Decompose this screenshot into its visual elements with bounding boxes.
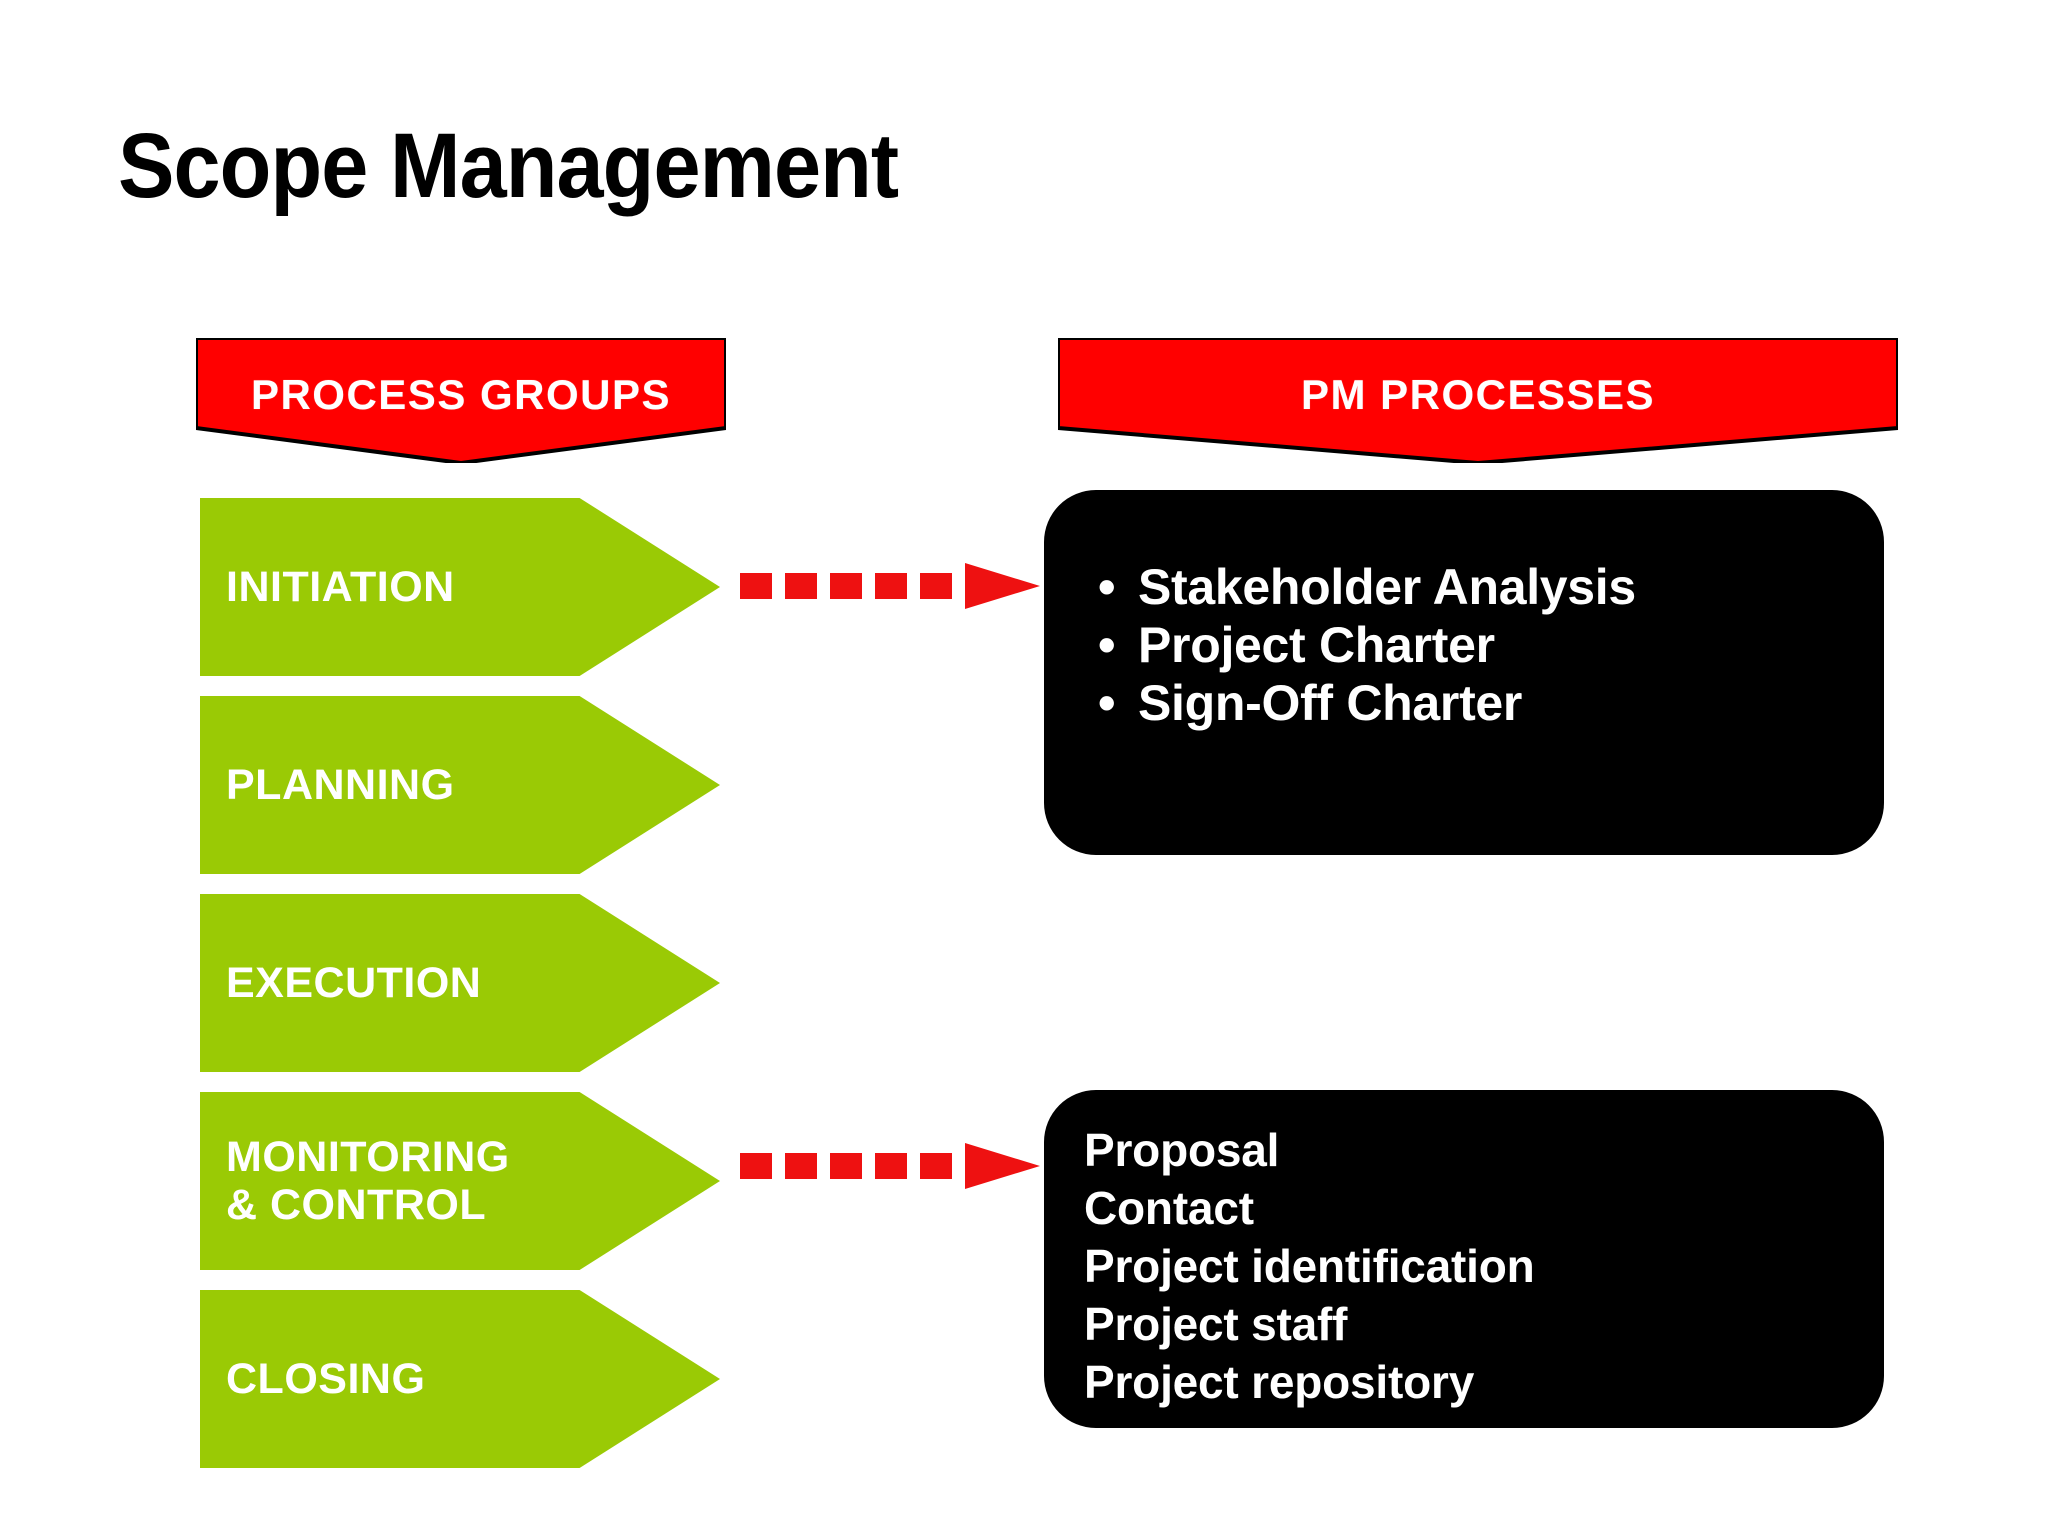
header-banner-pm-processes-label: PM PROCESSES: [1300, 371, 1656, 418]
list-item: • Sign-Off Charter: [1096, 674, 1844, 732]
bullet-icon: •: [1098, 617, 1116, 673]
process-group-planning-label: PLANNING: [226, 760, 455, 809]
process-group-monitoring-control[interactable]: MONITORING & CONTROL: [200, 1092, 720, 1270]
dashed-arrow-icon: [740, 1143, 1040, 1189]
banner-pentagon-shape: [1058, 338, 1898, 463]
bullet-icon: •: [1098, 675, 1116, 731]
list-item-label: Sign-Off Charter: [1138, 675, 1523, 731]
connector-arrow-monitoring-control: [740, 1143, 1040, 1189]
list-item: • Stakeholder Analysis: [1096, 558, 1844, 616]
list-item: Project identification: [1084, 1239, 1535, 1292]
process-list-monitoring-control: Proposal Contact Project identification …: [1084, 1122, 1844, 1412]
header-banner-pm-processes: PM PROCESSES: [1058, 338, 1898, 463]
list-item-label: Stakeholder Analysis: [1138, 559, 1636, 615]
list-item: Proposal: [1084, 1124, 1280, 1176]
process-group-monitoring-control-label: MONITORING & CONTROL: [226, 1132, 510, 1229]
list-item: Project repository: [1084, 1355, 1475, 1408]
process-group-closing[interactable]: CLOSING: [200, 1290, 720, 1468]
process-box-initiation: • Stakeholder Analysis • Project Charter…: [1044, 490, 1884, 855]
dashed-arrow-icon: [740, 563, 1040, 609]
list-item: • Project Charter: [1096, 616, 1844, 674]
process-group-planning[interactable]: PLANNING: [200, 696, 720, 874]
process-group-initiation[interactable]: INITIATION: [200, 498, 720, 676]
connector-arrow-initiation: [740, 563, 1040, 609]
list-item: Contact: [1084, 1181, 1254, 1234]
process-list-initiation: • Stakeholder Analysis • Project Charter…: [1096, 558, 1844, 732]
process-group-execution[interactable]: EXECUTION: [200, 894, 720, 1072]
banner-pentagon-shape: [196, 338, 726, 463]
process-group-execution-label: EXECUTION: [226, 958, 482, 1007]
list-item-label: Project Charter: [1138, 617, 1495, 673]
header-banner-process-groups: PROCESS GROUPS: [196, 338, 726, 463]
process-group-closing-label: CLOSING: [226, 1354, 426, 1403]
process-group-initiation-label: INITIATION: [226, 562, 455, 611]
process-box-monitoring-control: Proposal Contact Project identification …: [1044, 1090, 1884, 1428]
list-item: Project staff: [1084, 1297, 1348, 1350]
page-title: Scope Management: [118, 115, 899, 217]
header-banner-process-groups-label: PROCESS GROUPS: [250, 371, 672, 418]
bullet-icon: •: [1098, 559, 1116, 615]
